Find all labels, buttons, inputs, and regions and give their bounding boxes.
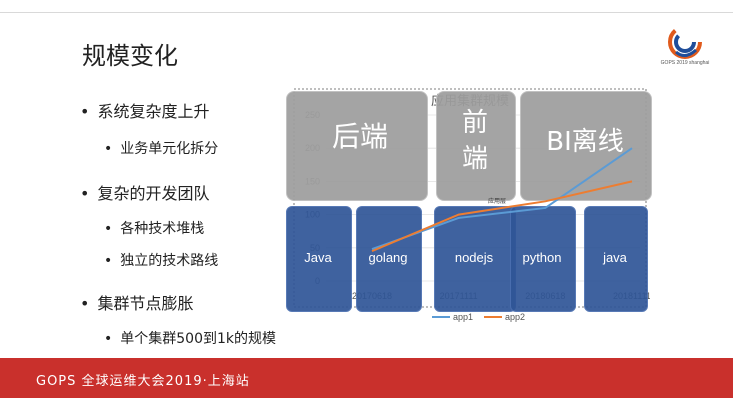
bullet-3-sub-1-text: 单个集群500到1k的规模 bbox=[120, 331, 277, 347]
gops-logo-icon bbox=[668, 25, 702, 59]
bullet-2-text: 复杂的开发团队 bbox=[97, 184, 210, 203]
bullet-1: •系统复杂度上升 bbox=[80, 102, 210, 121]
footer-text: GOPS 全球运维大会2019·上海站 bbox=[36, 374, 250, 389]
bullet-1-sub-1-text: 业务单元化拆分 bbox=[120, 141, 219, 157]
top-divider bbox=[0, 12, 733, 13]
java-label: Java bbox=[304, 250, 332, 265]
golang-label: golang bbox=[368, 250, 408, 265]
bullet-2-sub-2: •独立的技术路线 bbox=[104, 253, 219, 269]
bi-offline-label: BI离线 bbox=[546, 127, 624, 157]
legend-label-app2: app2 bbox=[505, 312, 525, 322]
cluster-scale-chart: 应用集群规模0501001502002502017061820171111201… bbox=[286, 85, 652, 325]
frontend-label: 前端 bbox=[461, 108, 488, 174]
java-box bbox=[286, 206, 352, 312]
bullet-2: •复杂的开发团队 bbox=[80, 184, 210, 203]
bullet-3-text: 集群节点膨胀 bbox=[97, 294, 194, 313]
logo-text: GOPS 2019 shanghai bbox=[660, 60, 710, 66]
bullet-3: •集群节点膨胀 bbox=[80, 294, 194, 313]
python-label: python bbox=[522, 250, 562, 265]
bullet-2-sub-1-text: 各种技术堆栈 bbox=[120, 221, 205, 237]
backend-label: 后端 bbox=[331, 120, 388, 153]
bullet-1-text: 系统复杂度上升 bbox=[97, 102, 210, 121]
bullet-1-sub-1: •业务单元化拆分 bbox=[104, 141, 219, 157]
layer-label: 应用层 bbox=[488, 198, 507, 205]
java-label-2: java bbox=[603, 250, 627, 265]
bullet-2-sub-2-text: 独立的技术路线 bbox=[120, 253, 219, 269]
slide-title: 规模变化 bbox=[82, 42, 178, 70]
legend-label-app1: app1 bbox=[453, 312, 473, 322]
bullet-2-sub-1: •各种技术堆栈 bbox=[104, 221, 205, 237]
bullet-3-sub-1: •单个集群500到1k的规模 bbox=[104, 331, 277, 347]
footer-bar: GOPS 全球运维大会2019·上海站 bbox=[0, 358, 733, 398]
nodejs-label: nodejs bbox=[454, 250, 494, 265]
